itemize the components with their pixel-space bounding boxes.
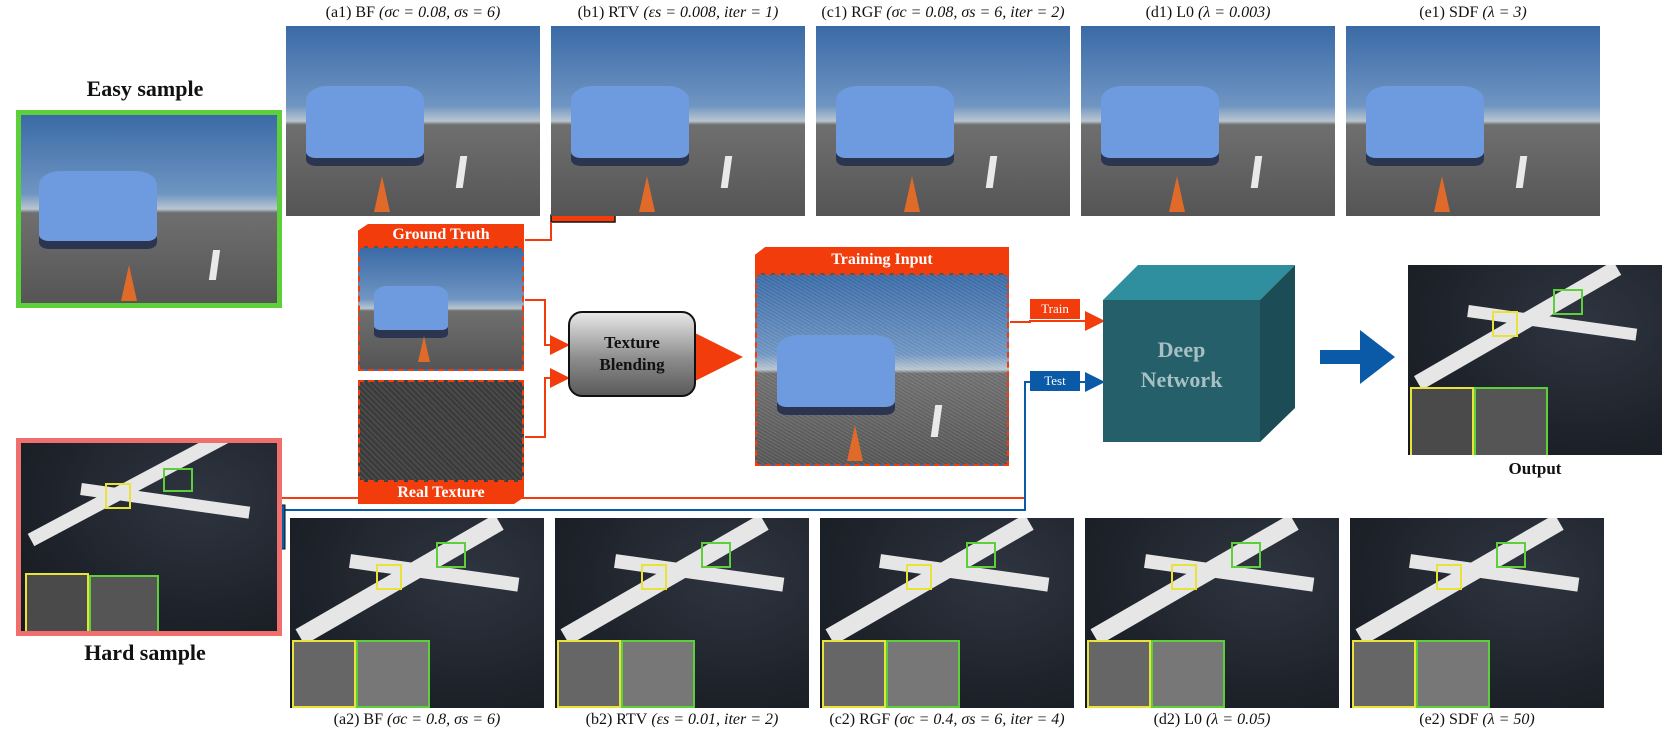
image-c2 xyxy=(820,518,1074,708)
real-texture-tag: Real Texture xyxy=(358,482,524,504)
easy-sample-label: Easy sample xyxy=(86,76,204,101)
image-d2 xyxy=(1085,518,1339,708)
caption-b1: (b1) RTV (εs = 0.008, iter = 1) xyxy=(577,4,779,21)
caption-d1: (d1) L0 (λ = 0.003) xyxy=(1145,4,1271,21)
big-output-arrow xyxy=(1320,330,1395,384)
training-input-tag: Training Input xyxy=(755,247,1009,273)
image-b1 xyxy=(551,26,805,216)
deep-network-label: Deep Network xyxy=(1140,337,1223,392)
red-link-bar xyxy=(550,214,616,223)
cube-side-face xyxy=(1260,265,1295,442)
image-a2 xyxy=(290,518,544,708)
output-label: Output xyxy=(1508,459,1562,478)
caption-c2: (c2) RGF (σc = 0.4, σs = 6, iter = 4) xyxy=(829,711,1065,728)
image-b2 xyxy=(555,518,809,708)
caption-a2: (a2) BF (σc = 0.8, σs = 6) xyxy=(333,711,501,728)
hard-sample-image xyxy=(16,438,282,636)
ground-truth-image xyxy=(358,246,524,371)
hard-sample-label: Hard sample xyxy=(84,640,206,665)
caption-b2: (b2) RTV (εs = 0.01, iter = 2) xyxy=(585,711,779,728)
image-e2 xyxy=(1350,518,1604,708)
easy-sample-image xyxy=(16,110,282,308)
train-tag: Train xyxy=(1030,299,1080,319)
caption-d2: (d2) L0 (λ = 0.05) xyxy=(1153,711,1271,728)
image-a1 xyxy=(286,26,540,216)
cube-front-face xyxy=(1103,300,1260,442)
caption-e1: (e1) SDF (λ = 3) xyxy=(1419,4,1527,21)
image-d1 xyxy=(1081,26,1335,216)
texture-blending-box: Texture Blending xyxy=(568,311,696,397)
training-input-image xyxy=(755,273,1009,466)
ground-truth-tag: Ground Truth xyxy=(358,224,524,246)
real-texture-image xyxy=(358,380,524,482)
caption-c1: (c1) RGF (σc = 0.08, σs = 6, iter = 2) xyxy=(821,4,1065,21)
caption-a1: (a1) BF (σc = 0.08, σs = 6) xyxy=(325,4,501,21)
output-image xyxy=(1408,265,1662,455)
cube-top-face xyxy=(1103,265,1295,300)
image-e1 xyxy=(1346,26,1600,216)
test-tag: Test xyxy=(1030,371,1080,391)
image-c1 xyxy=(816,26,1070,216)
caption-e2: (e2) SDF (λ = 50) xyxy=(1419,711,1535,728)
